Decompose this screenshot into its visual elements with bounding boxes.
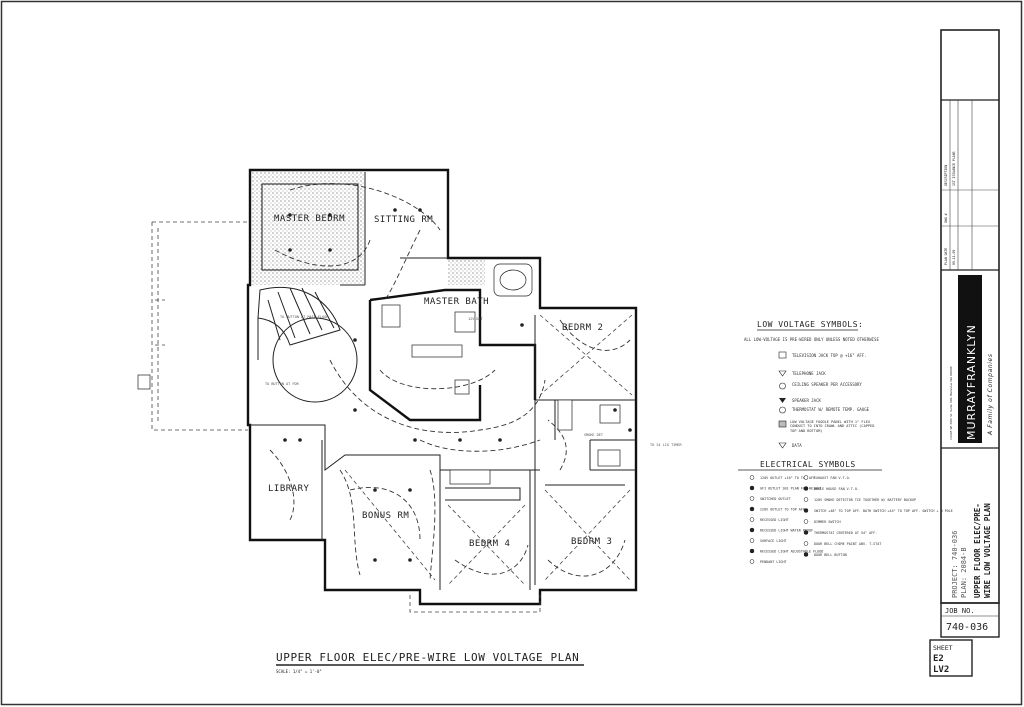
- electrical-symbol-icon: [749, 485, 755, 491]
- speaker-jack-icon: [779, 398, 786, 403]
- drawing-scale: SCALE: 1/4" = 1'-0": [276, 669, 322, 674]
- revision-table: PLAN DATE DWG # DESCRIPTION 09-11-09 1ST…: [941, 100, 999, 270]
- tv-jack-icon: [778, 351, 787, 359]
- electrical-legend-item: RECESSED LIGHT ADJUSTABLE FLOOD: [760, 550, 823, 554]
- low-voltage-item: SPEAKER JACK: [792, 398, 821, 403]
- low-voltage-item: THERMOSTAT W/ REMOTE TEMP. GAUGE: [792, 407, 870, 412]
- electrical-symbol-icon: [803, 497, 809, 502]
- low-voltage-title: LOW VOLTAGE SYMBOLS:: [757, 320, 863, 329]
- revision-header-dwg: DWG #: [944, 213, 948, 223]
- company-name: MURRAYFRANKLYN: [965, 324, 978, 440]
- low-voltage-item: CEILING SPEAKER PER ACCESSORY: [792, 382, 862, 387]
- electrical-legend-item: RECESSED LIGHT WATER PROOF: [760, 529, 813, 533]
- electrical-legend-item: RECESSED LIGHT: [760, 518, 789, 522]
- low-voltage-item: LOW VOLTAGE FOODLE PANEL WITH 1" FLEX CO…: [790, 420, 875, 433]
- sheet-number-2: LV2: [933, 665, 949, 675]
- electrical-symbol-icon: [749, 517, 755, 522]
- electrical-legend-item: SWITCHED OUTLET: [760, 497, 791, 501]
- electrical-symbol-icon: [803, 552, 809, 557]
- electrical-symbol-icon: [749, 538, 755, 543]
- electrical-symbol-icon: [749, 506, 755, 512]
- electrical-legend-item: 120V OUTLET +16" TO TOP AFF.: [760, 476, 817, 480]
- drawing-title: UPPER FLOOR ELEC/PRE-WIRE LOW VOLTAGE PL…: [276, 651, 579, 664]
- electrical-legend-item: DOOR BELL CHIME PAINT ABV. T-STAT: [814, 542, 881, 546]
- ceiling-speaker-icon: [779, 382, 786, 390]
- job-no-label: JOB NO.: [945, 607, 975, 615]
- plan-note-to-button-fdr: TO BUTTON AT FDR: [265, 382, 300, 386]
- plan-note-12v: 12V DET: [468, 317, 484, 321]
- electrical-legend-item: 120V SMOKE DETECTOR TIE TOGETHER W/ BATT…: [814, 498, 916, 502]
- electrical-legend-item: DOOR BELL BUTTON: [814, 553, 847, 557]
- company-sub: A Family of Companies: [987, 353, 994, 436]
- electrical-title: ELECTRICAL SYMBOLS: [760, 460, 856, 469]
- room-label-bedrm-4: BEDRM 4: [469, 539, 510, 549]
- electrical-symbol-icon: [749, 496, 755, 501]
- data-jack-icon: [778, 442, 787, 449]
- job-no: 740-036: [946, 622, 988, 633]
- electrical-legend-item: THERMOSTAT CENTERED AT 54" AFF.: [814, 531, 877, 535]
- sheet-label: SHEET: [933, 644, 953, 652]
- company-address: 14405 SE 36th St, Suite 300, Bellevue WA…: [949, 366, 953, 440]
- low-voltage-legend: LOW VOLTAGE SYMBOLS: ALL LOW-VOLTAGE IS …: [744, 320, 879, 449]
- electrical-legend-item: DIMMER SWITCH: [814, 520, 841, 524]
- room-label-library: LIBRARY: [268, 484, 310, 494]
- low-voltage-item: TELEVISION JACK TOP @ +16" AFF.: [792, 353, 867, 358]
- sheet-title-line-2: WIRE LOW VOLTAGE PLAN: [983, 503, 992, 598]
- revision-header-description: DESCRIPTION: [944, 165, 948, 186]
- electrical-symbol-icon: [803, 486, 809, 491]
- plan-number: PLAN: 2084-B: [960, 547, 968, 598]
- electrical-legend-item: 220V OUTLET TO TOP AFF.: [760, 508, 807, 512]
- company-logo-band: [958, 275, 982, 443]
- floor-plan: MASTER BEDRM SITTING RM MASTER BATH BEDR…: [137, 168, 683, 613]
- electrical-symbol-icon: [803, 519, 809, 524]
- room-label-sitting-rm: SITTING RM: [374, 215, 433, 225]
- electrical-legend-item: SURFACE LIGHT: [760, 539, 787, 543]
- panel-icon: [778, 420, 787, 428]
- electrical-legend-item: PENDANT LIGHT: [760, 560, 787, 564]
- room-label-master-bedrm: MASTER BEDRM: [274, 214, 345, 224]
- electrical-legend-item: SWITCH +48" TO TOP AFF. BATH SWITCH +44"…: [814, 509, 953, 513]
- electrical-symbol-icon: [749, 548, 755, 554]
- electrical-symbol-icon: [803, 530, 809, 535]
- telephone-jack-icon: [778, 370, 787, 377]
- electrical-symbol-icon: [803, 541, 809, 546]
- electrical-symbol-icon: [803, 475, 809, 480]
- electrical-legend-item: GFI OUTLET SEE PLAN FOR HEIGHT: [760, 487, 821, 491]
- sheet-number: E2: [933, 654, 944, 664]
- electrical-symbol-icon: [749, 559, 755, 564]
- revision-row-date: 09-11-09: [952, 250, 956, 265]
- plan-note-smoke: SMOKE DET: [584, 433, 604, 437]
- low-voltage-item: DATA: [792, 443, 802, 448]
- plan-note-to-button: TO BUTTON AT MAIN FLOOR: [280, 315, 329, 319]
- electrical-legend: ELECTRICAL SYMBOLS 120V OUTLET +16" TO T…: [738, 460, 953, 564]
- low-voltage-item: TELEPHONE JACK: [792, 371, 826, 376]
- room-label-master-bath: MASTER BATH: [424, 297, 489, 307]
- electrical-symbol-icon: [803, 508, 809, 513]
- electrical-symbol-icon: [749, 475, 755, 480]
- room-label-bedrm-3: BEDRM 3: [571, 537, 612, 547]
- revision-row-description: 1ST ISSUANCE PLANS: [952, 151, 956, 186]
- revision-header-date: PLAN DATE: [944, 248, 948, 265]
- title-block: PLAN DATE DWG # DESCRIPTION 09-11-09 1ST…: [929, 29, 1000, 677]
- plan-note-to-lights: TO 24 LIG TIMER: [650, 443, 683, 447]
- electrical-legend-item: WHOLE HOUSE FAN V.T.O.: [814, 487, 859, 491]
- room-label-bonus-rm: BONUS RM: [362, 511, 409, 521]
- room-label-bedrm-2: BEDRM 2: [562, 323, 603, 333]
- project-number: PROJECT: 740-036: [951, 531, 959, 598]
- thermostat-icon: [779, 406, 786, 414]
- electrical-symbol-icon: [749, 527, 755, 533]
- low-voltage-note: ALL LOW-VOLTAGE IS PRE-WIRED ONLY UNLESS…: [744, 337, 879, 342]
- electrical-legend-item: EXHAUST FAN V.T.O.: [814, 476, 851, 480]
- sheet-title-line-1: UPPER FLOOR ELEC/PRE-: [973, 503, 982, 598]
